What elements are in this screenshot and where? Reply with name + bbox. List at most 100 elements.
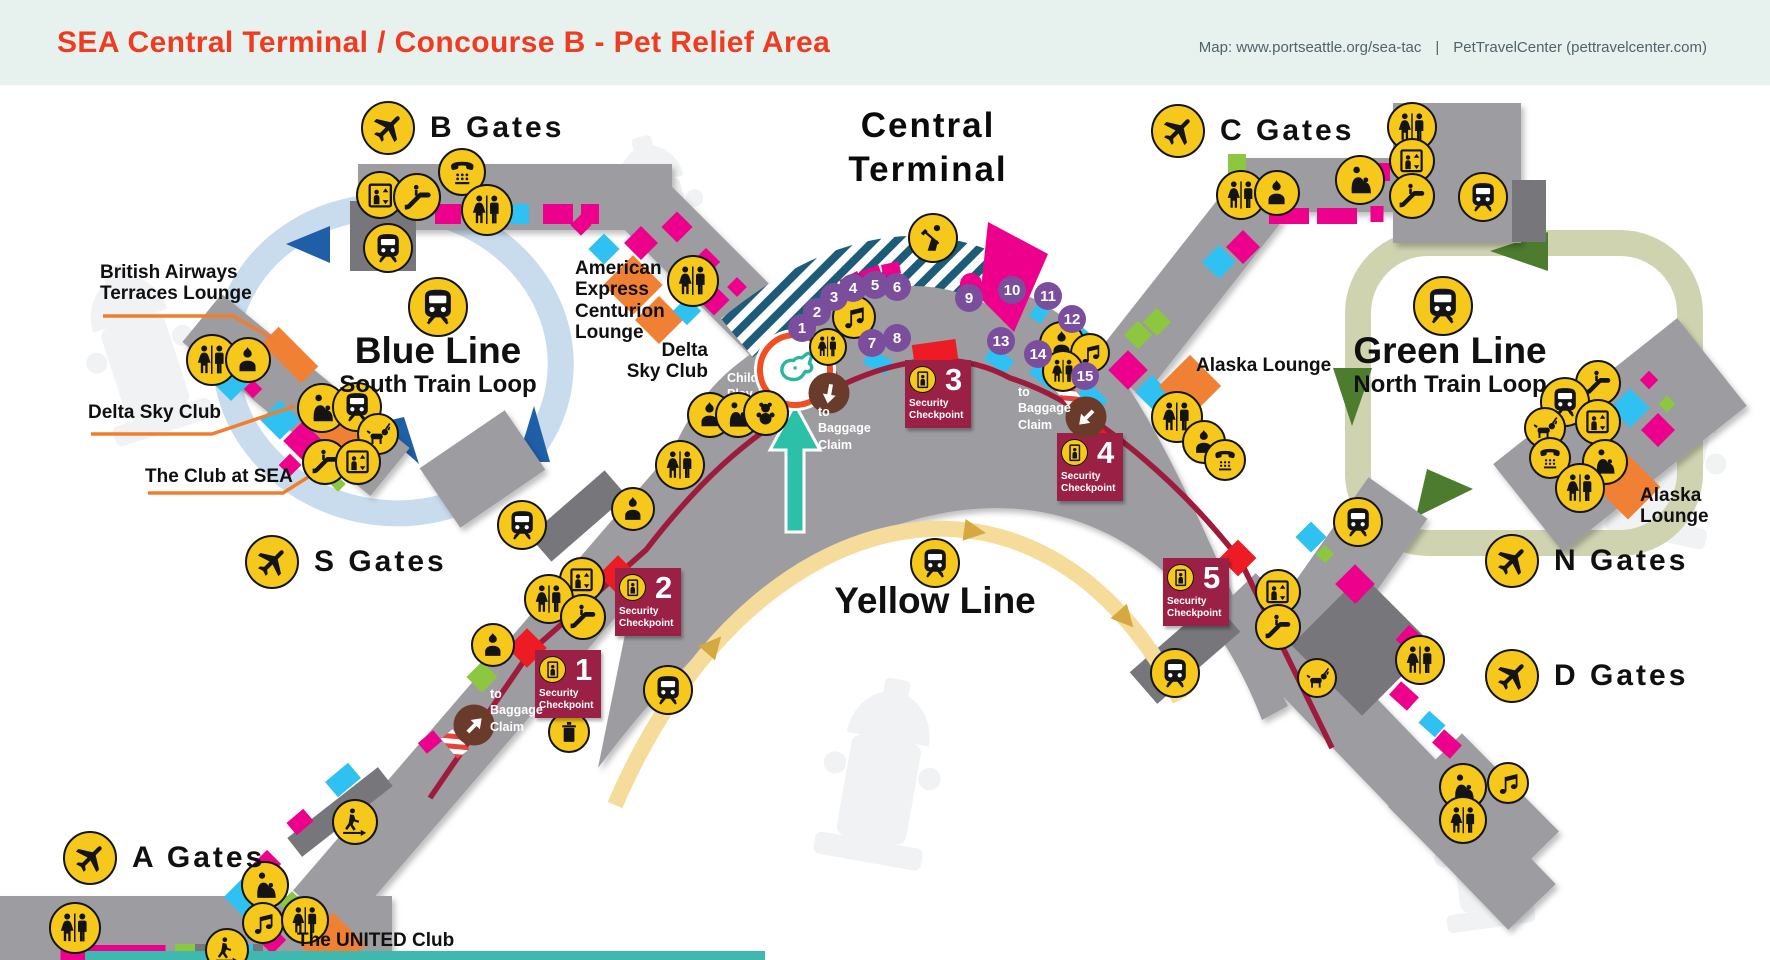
restroom-icon [1563,471,1597,505]
elevator-icon-badge [1575,399,1621,445]
restroom-icon-badge [1439,796,1487,844]
checkpoint-row: 4 [1057,433,1123,468]
amenity-block [634,295,684,345]
restroom-icon-badge [1555,463,1605,513]
nursing-icon [1343,163,1377,197]
checkpoint-row: 3 [905,360,971,395]
train-icon [371,231,405,265]
gate-name: N Gates [1554,544,1689,577]
checkpoint-person-badge [909,366,936,393]
escalator-icon [401,181,434,214]
amenity-block [1142,307,1172,337]
lounge-leader-line [91,404,296,436]
airplane-icon [1153,106,1204,157]
checkpoint-number: 5 [1203,560,1221,595]
amenity-block [435,204,461,224]
checkpoint-person-badge [1167,564,1194,591]
checkpoint-label: Security Checkpoint [619,606,674,629]
worker-icon [916,221,950,255]
amenity-block [529,470,627,562]
amenity-block [1315,544,1335,564]
map-source-url: Map: www.portseattle.org/sea-tac [1198,39,1422,56]
gate-label-s: S Gates [245,535,447,589]
amenity-block [983,345,1015,375]
chapel-icon [618,494,648,524]
airplane-badge [361,101,415,155]
walk-icon-badge [205,928,249,960]
checkpoint-person-badge [1061,439,1088,466]
train-icon [1158,656,1192,690]
train-icon-badge [1458,172,1508,222]
line-name: Blue Line [354,330,522,371]
credit-divider: | [1435,39,1440,56]
gate-name: C Gates [1220,114,1355,147]
amenity-block [243,379,263,399]
checkpoint-label: Security Checkpoint [539,688,594,711]
amenity-block [1228,154,1246,172]
checkpoint-label: Security Checkpoint [909,398,964,421]
line-name: Green Line [1353,330,1547,371]
lounge-leader-line [103,314,276,342]
chapel-icon [232,344,263,375]
numbered-stop: 12 [1058,305,1086,333]
escalator-icon [1396,180,1427,211]
amenity-block [1432,729,1462,759]
escalator-icon [567,601,598,632]
amenity-block [1639,370,1659,390]
amenity-block [1389,681,1419,711]
elevator-icon [342,446,373,477]
amenity-block [1370,206,1384,222]
airplane-badge [1151,104,1205,158]
header-bar: SEA Central Terminal / Concourse B - Pet… [0,0,1770,85]
line-name: Yellow Line [834,580,1036,621]
phone-icon [1536,444,1564,472]
trash-icon-badge [548,711,590,753]
airplane-badge [245,535,299,589]
elevator-icon-badge [335,439,381,485]
checkpoint-red-block [911,339,959,365]
amenity-block [1339,573,1369,603]
walk-icon-badge [332,799,378,845]
numbered-stop: 14 [1024,340,1052,368]
restroom-icon-badge [667,255,719,307]
gate-name: S Gates [314,545,447,578]
restroom-icon [1224,178,1258,212]
train-icon [1422,285,1463,326]
escalator-icon-badge [1255,604,1301,650]
walk-icon [339,806,370,837]
checkpoint-number: 4 [1097,435,1115,470]
lounge-label: Delta Sky Club [88,402,222,423]
checkpoint-number: 3 [945,362,963,397]
chapel-icon-badge [611,487,655,531]
amenity-block [570,214,592,236]
amenity-block [880,261,902,277]
play-icon-badge [743,390,789,436]
phone-icon [446,156,479,189]
checkpoint-person-badge [539,656,566,683]
numbered-stop: 9 [955,284,983,312]
escalator-icon-badge [393,173,441,221]
train-icon-badge [643,665,693,715]
play-icon [750,397,781,428]
airplane-badge [1485,534,1539,588]
baggage-claim-label: to Baggage Claim [490,687,543,734]
music-icon [1494,769,1522,797]
pet-icon-badge [1297,658,1337,698]
elevator-icon [1262,576,1293,607]
gate-label-a: A Gates [63,831,265,885]
checkpoint-row: 1 [535,650,601,685]
amenity-block [417,730,443,754]
restroom-icon-badge [1395,635,1445,685]
elevator-icon [364,179,397,212]
baggage-claim-label: to Baggage Claim [818,405,871,452]
amenity-block [1512,180,1546,242]
gate-label-b: B Gates [361,101,564,155]
train-icon [651,673,685,707]
lounge-label: The UNITED Club [297,930,455,951]
credit-site: PetTravelCenter (pettravelcenter.com) [1453,39,1707,56]
gate-label-c: C Gates [1151,104,1354,158]
